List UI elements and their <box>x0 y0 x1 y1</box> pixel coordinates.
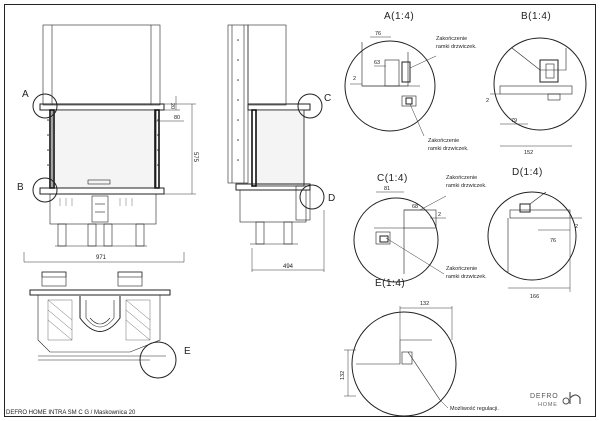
side-view: C D 494 <box>227 24 336 272</box>
detail-a: A(1:4) 76 63 2 Zakończenie ramki drzwicz… <box>344 11 477 152</box>
detail-b-dim-3: 152 <box>524 150 533 156</box>
callout-e-label: E <box>184 346 191 357</box>
detail-e-circle <box>351 311 457 417</box>
detail-a-circle <box>344 40 436 132</box>
side-glass <box>255 109 305 187</box>
logo-text-home: HOME <box>538 402 558 408</box>
front-glass <box>51 109 157 189</box>
detail-a-note-3: Zakończenie <box>428 138 459 144</box>
detail-d-circle <box>487 191 577 281</box>
dimension-depth: 494 <box>283 264 294 270</box>
detail-a-note-2: ramki drzwiczek. <box>436 44 477 50</box>
detail-d: D(1:4) 76 2 166 <box>487 167 582 300</box>
detail-c-note-1: Zakończenie <box>446 175 477 181</box>
detail-c-dim-2: 68 <box>412 204 418 210</box>
front-bottom-frame <box>39 187 165 195</box>
detail-a-title: A(1:4) <box>384 11 414 22</box>
defro-home-logo: DEFRO HOME <box>530 392 581 408</box>
callout-a-label: A <box>22 89 29 100</box>
detail-d-title: D(1:4) <box>512 167 543 178</box>
detail-c-dim-3: 2 <box>438 212 441 218</box>
detail-c-circle <box>353 197 439 283</box>
detail-c: C(1:4) 81 68 2 Zakończenie ramki drzwicz… <box>353 173 487 283</box>
callout-d-label: D <box>328 193 336 204</box>
callout-c-circle <box>297 93 323 119</box>
detail-b-circle <box>493 37 587 131</box>
detail-c-note-2: ramki drzwiczek. <box>446 183 487 189</box>
detail-a-note-4: ramki drzwiczek. <box>428 146 469 152</box>
detail-e-title: E(1:4) <box>375 278 405 289</box>
drawing-frame <box>4 4 596 417</box>
detail-d-dim-1: 76 <box>550 238 556 244</box>
detail-a-dim-1: 76 <box>375 31 381 37</box>
detail-c-dim-1: 81 <box>384 186 390 192</box>
footer-caption: DEFRO HOME INTRA SM C G / Maskownica 20 <box>6 410 136 416</box>
dimension-side: 80 <box>174 115 180 121</box>
callout-a-circle <box>32 93 58 119</box>
callout-e-circle <box>139 341 177 379</box>
detail-a-note-1: Zakończenie <box>436 36 467 42</box>
callout-b-circle <box>32 177 58 203</box>
detail-e-dim-1: 132 <box>420 301 429 307</box>
detail-b-dim-1: 2 <box>486 98 489 104</box>
detail-c-note-3: Zakończenie <box>446 266 477 272</box>
detail-b: B(1:4) 2 79 152 <box>486 11 587 156</box>
detail-e: E(1:4) 132 132 Możliwość regulacji. <box>340 278 499 417</box>
front-view: A B 971 575 20 80 <box>17 24 198 263</box>
front-base <box>49 193 157 225</box>
detail-c-note-4: ramki drzwiczek. <box>446 274 487 280</box>
top-body <box>37 295 161 353</box>
dimension-width: 971 <box>96 255 107 261</box>
logo-text-defro: DEFRO <box>530 393 559 400</box>
side-base <box>239 189 307 223</box>
detail-b-title: B(1:4) <box>521 11 551 22</box>
detail-e-dim-2: 132 <box>340 371 346 380</box>
detail-d-dim-2: 2 <box>575 224 578 230</box>
front-upper-housing <box>42 24 161 106</box>
detail-c-title: C(1:4) <box>377 173 408 184</box>
dimension-top: 20 <box>169 103 175 109</box>
callout-d-circle <box>299 184 325 210</box>
detail-b-dim-2: 79 <box>511 118 517 124</box>
detail-d-dim-3: 166 <box>530 294 539 300</box>
top-view: E <box>29 271 191 379</box>
callout-b-label: B <box>17 182 24 193</box>
detail-a-dim-3: 2 <box>353 76 356 82</box>
detail-a-dim-2: 63 <box>374 60 380 66</box>
detail-e-note: Możliwość regulacji. <box>450 406 499 412</box>
dimension-height: 575 <box>192 152 198 163</box>
callout-c-label: C <box>324 93 332 104</box>
